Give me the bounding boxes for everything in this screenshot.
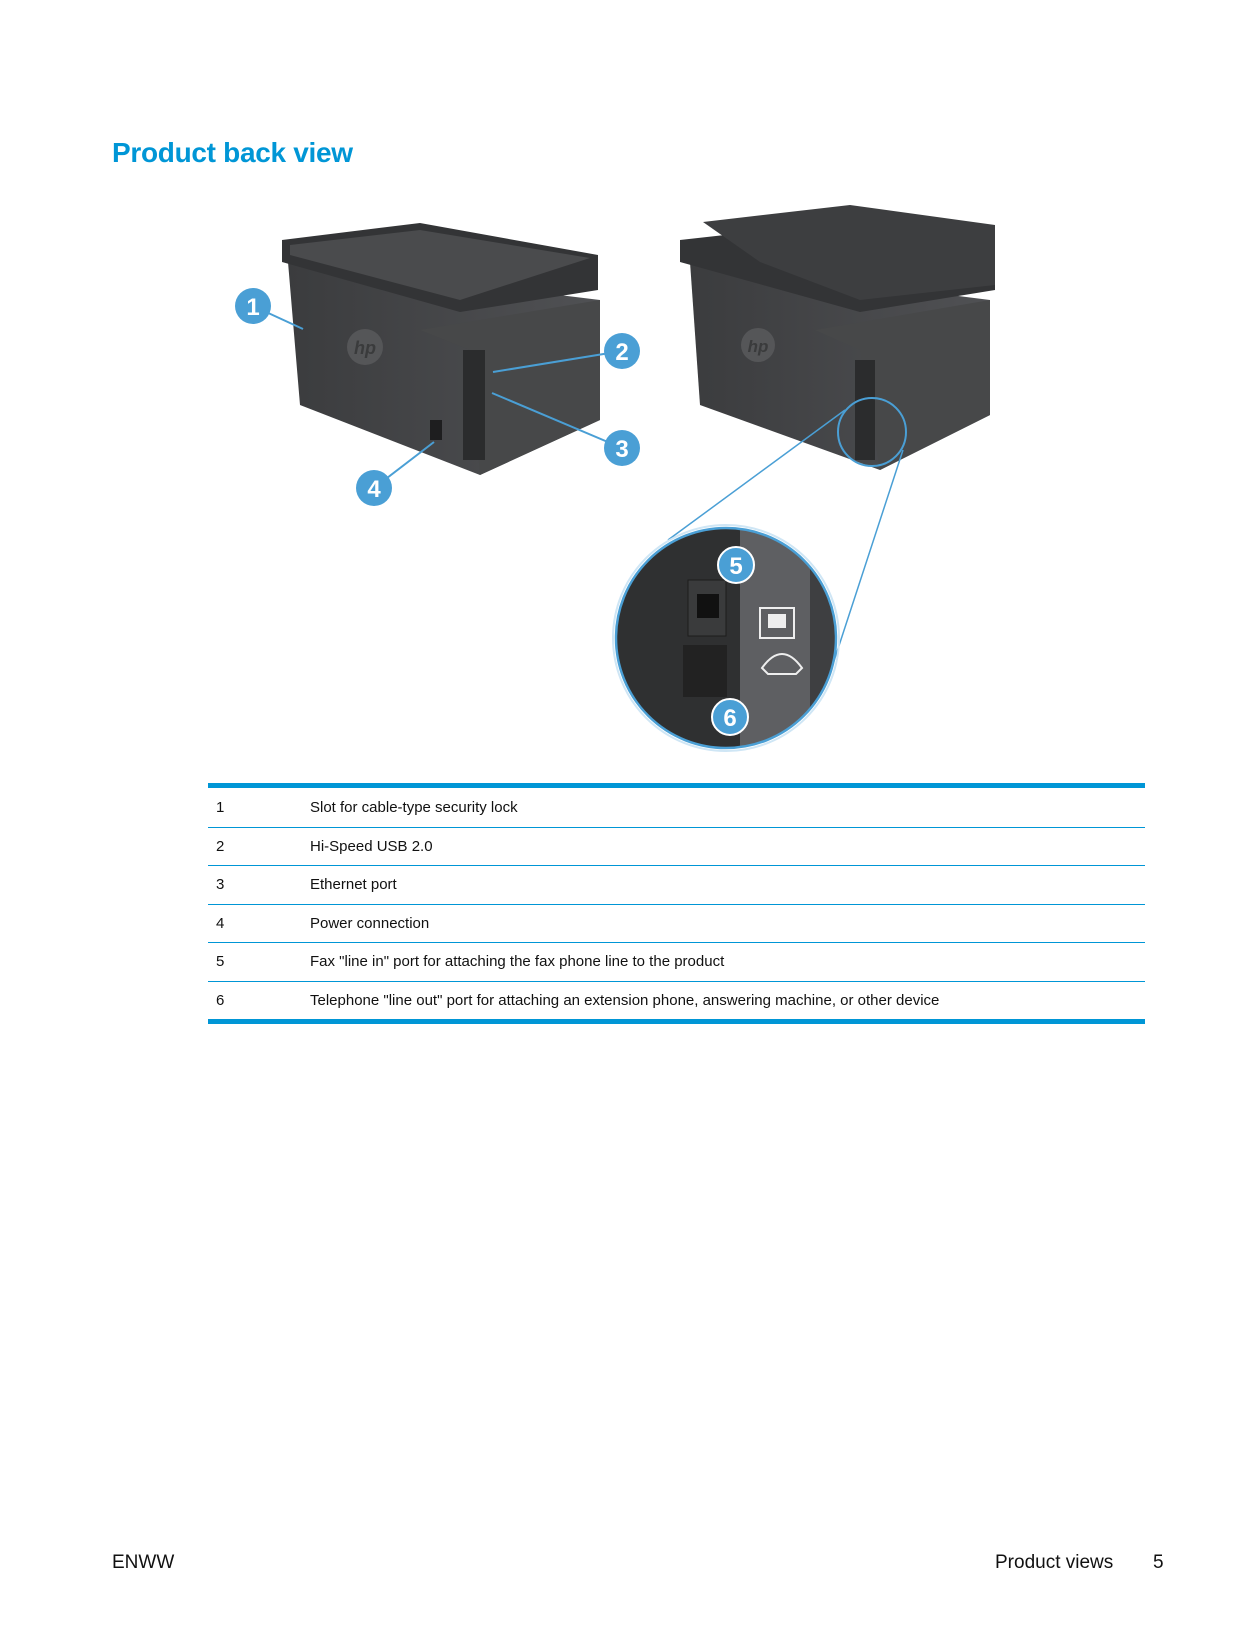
footer-locale: ENWW bbox=[112, 1552, 175, 1573]
table-row: 1 Slot for cable-type security lock bbox=[208, 788, 1145, 827]
printer-diagram: hp hp bbox=[235, 205, 995, 752]
svg-text:2: 2 bbox=[615, 339, 628, 366]
svg-text:5: 5 bbox=[729, 553, 742, 580]
footer-section: Product views bbox=[995, 1552, 1114, 1573]
telephone-icon bbox=[760, 653, 804, 675]
callout-5: 5 bbox=[717, 546, 755, 584]
row-number: 6 bbox=[216, 991, 225, 1009]
callout-6: 6 bbox=[711, 698, 749, 736]
row-description: Telephone "line out" port for attaching … bbox=[310, 991, 940, 1009]
printer-left: hp bbox=[282, 223, 600, 475]
table-row: 5 Fax "line in" port for attaching the fa… bbox=[208, 942, 1145, 981]
callout-1: 1 bbox=[235, 288, 271, 324]
fax-line-in-icon bbox=[759, 607, 795, 639]
row-description: Power connection bbox=[310, 914, 430, 932]
callout-3: 3 bbox=[604, 430, 640, 466]
row-description: Hi-Speed USB 2.0 bbox=[310, 837, 433, 855]
row-description: Slot for cable-type security lock bbox=[310, 798, 518, 816]
printer-right: hp bbox=[680, 205, 995, 470]
svg-text:1: 1 bbox=[246, 294, 259, 321]
hp-logo: hp bbox=[354, 338, 376, 358]
product-back-view-illustration: hp hp bbox=[0, 190, 1239, 770]
table-row: 2 Hi-Speed USB 2.0 bbox=[208, 826, 1145, 866]
row-number: 1 bbox=[216, 798, 225, 816]
svg-text:3: 3 bbox=[615, 436, 628, 463]
table-row: 4 Power connection bbox=[208, 903, 1145, 943]
page-number: 5 bbox=[1153, 1552, 1164, 1573]
svg-text:4: 4 bbox=[367, 476, 381, 503]
table-row: 6 Telephone "line out" port for attaching… bbox=[208, 980, 1145, 1020]
row-number: 2 bbox=[216, 837, 225, 855]
callout-2: 2 bbox=[604, 333, 640, 369]
svg-text:hp: hp bbox=[748, 337, 769, 356]
row-number: 3 bbox=[216, 876, 225, 894]
svg-text:6: 6 bbox=[723, 705, 736, 732]
table-row: 3 Ethernet port bbox=[208, 865, 1145, 904]
row-description: Ethernet port bbox=[310, 876, 397, 894]
page-title: Product back view bbox=[112, 136, 353, 168]
row-description: Fax "line in" port for attaching the fax… bbox=[310, 953, 725, 971]
row-number: 5 bbox=[216, 953, 225, 971]
row-number: 4 bbox=[216, 914, 225, 932]
callout-4: 4 bbox=[356, 470, 392, 506]
callout-legend-table: 1 Slot for cable-type security lock 2 Hi-S… bbox=[208, 783, 1145, 1024]
